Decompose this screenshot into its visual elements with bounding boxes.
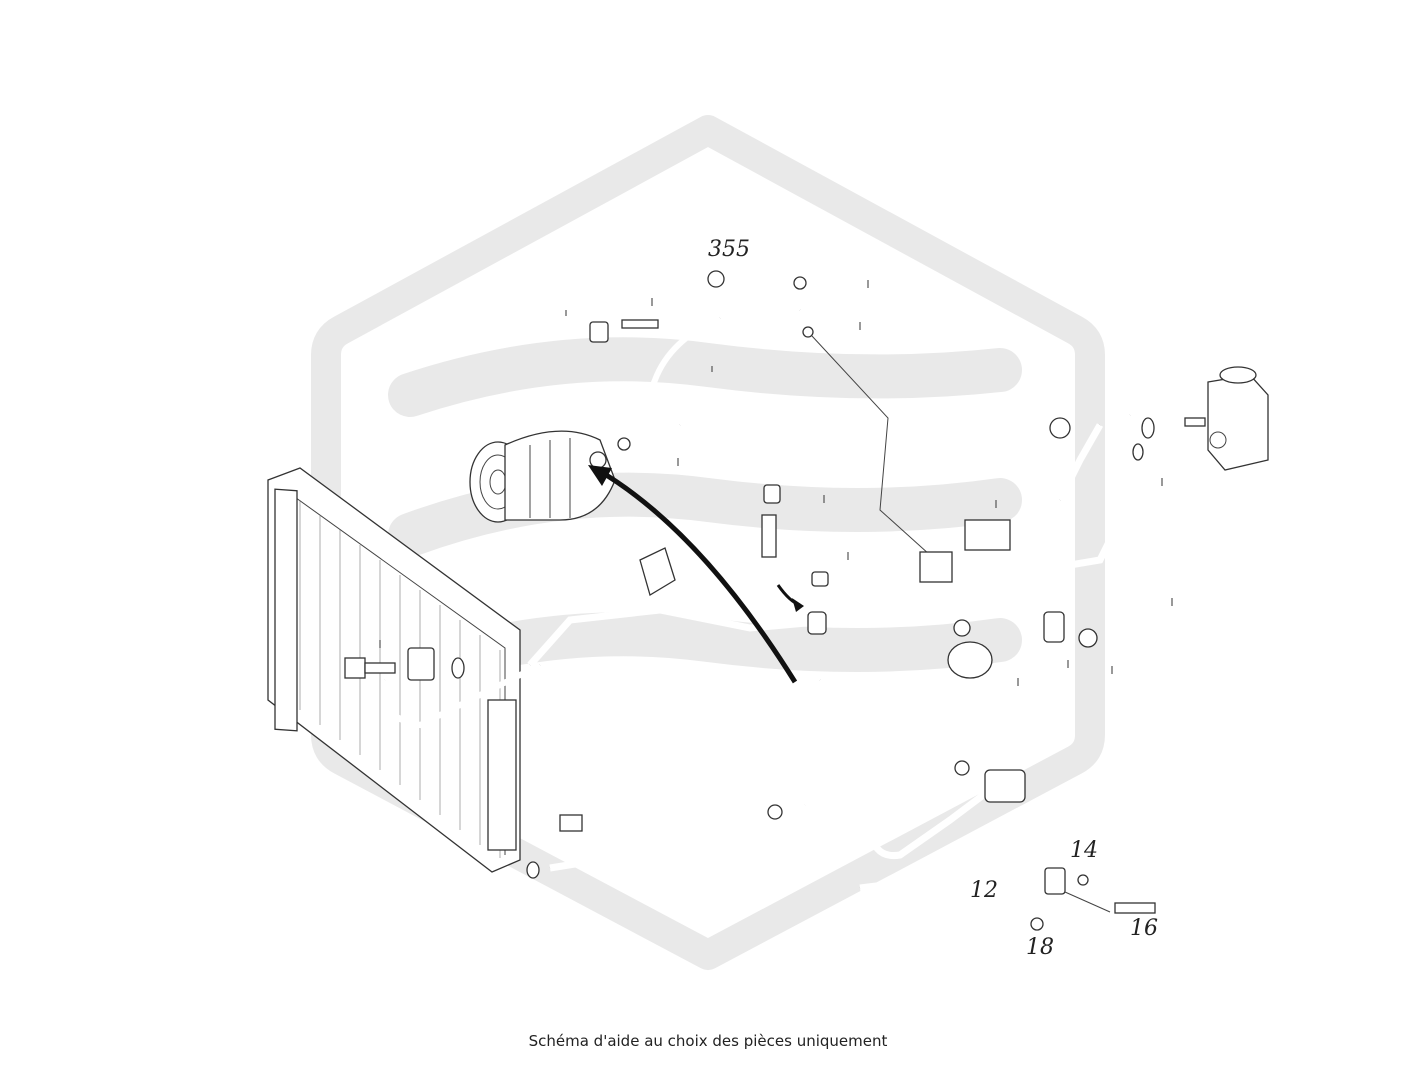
top-hose	[589, 270, 814, 451]
leader-line	[811, 335, 931, 556]
expansion-valve	[1184, 366, 1269, 471]
small-parts	[639, 417, 1155, 679]
condenser-hose	[344, 647, 542, 729]
lower-hose	[526, 678, 835, 879]
caption: Schéma d'aide au choix des pièces unique…	[528, 1032, 888, 1050]
arrow-fitting	[776, 584, 804, 612]
label-18: 18	[1026, 935, 1054, 960]
label-355: 355	[708, 237, 750, 262]
label-14: 14	[1070, 838, 1098, 863]
tick-marks	[379, 280, 1173, 686]
label-12: 12	[970, 878, 998, 903]
bottom-hoses	[767, 760, 1156, 942]
compressor	[469, 430, 616, 523]
label-16: 16	[1130, 916, 1158, 941]
arrow-compressor	[588, 465, 798, 684]
